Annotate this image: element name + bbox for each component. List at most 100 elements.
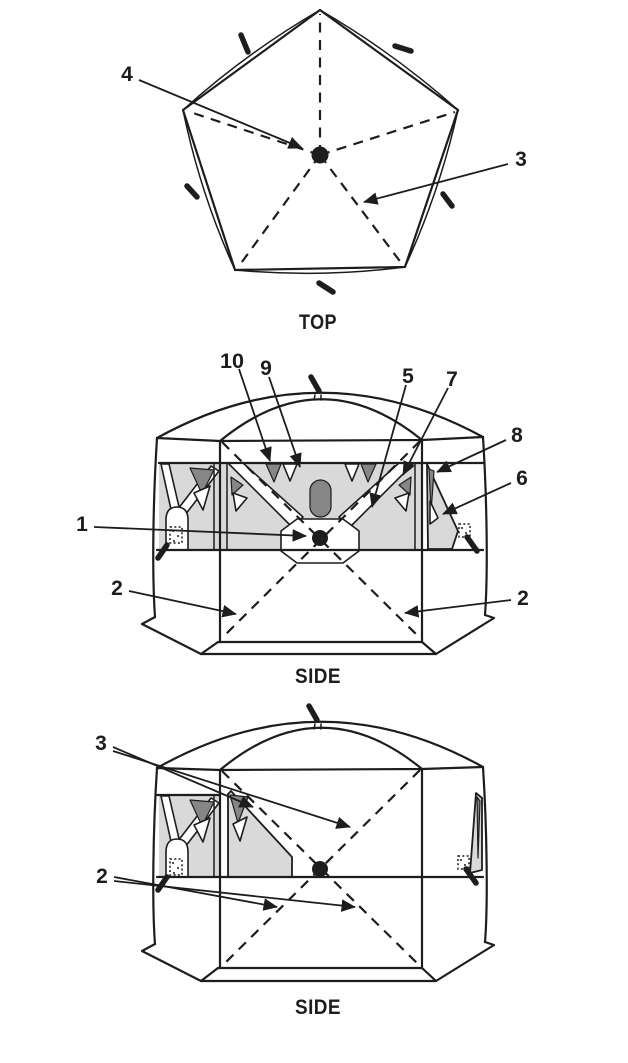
- wall-outer-edge: [152, 436, 159, 619]
- bag-dot: [461, 527, 463, 529]
- callout-4-label: 4: [121, 63, 133, 86]
- callout-2-leader: [404, 599, 512, 618]
- roof-seam-dashed: [238, 154, 321, 267]
- clip-triangle: [230, 476, 244, 496]
- skirt-fold: [420, 640, 438, 656]
- callout-7-label: 7: [446, 368, 458, 391]
- callout-3-label: 3: [515, 148, 527, 171]
- view-caption-top: TOP: [299, 311, 337, 334]
- fold-line-dashed: [221, 769, 421, 967]
- hub-dot: [312, 861, 328, 877]
- clip-triangle: [189, 799, 215, 827]
- fold-line-dashed: [221, 770, 421, 967]
- bag-dot: [460, 859, 462, 861]
- callout-10-label: 10: [220, 350, 244, 373]
- callout-5-label: 5: [402, 365, 414, 388]
- hub-dot: [311, 146, 329, 164]
- roof-seam-dashed: [186, 109, 321, 157]
- window-clip-triangle: [476, 796, 481, 859]
- callout-2-label: 2: [111, 577, 123, 600]
- wall-outer-edge: [481, 765, 488, 944]
- stake-bag: [169, 526, 183, 544]
- wall-outer-edge: [481, 435, 488, 617]
- callout-2-label: 2: [517, 587, 529, 610]
- mesh-pocket-triangle: [232, 816, 248, 842]
- bag-dot: [177, 535, 179, 537]
- apex-tie-mark: [306, 703, 320, 723]
- callout-2-leader: [128, 590, 237, 618]
- canopy-edge-bow: [182, 109, 236, 271]
- canopy-outline: [181, 8, 460, 272]
- canopy-edge-bow: [404, 109, 459, 268]
- tie-mark: [184, 183, 200, 200]
- callout-5-leader: [369, 384, 407, 508]
- eave-line: [155, 435, 485, 443]
- side-view-setup: 10 9 5 7 8 6 1 2 2 SIDE: [76, 350, 529, 688]
- view-caption-side2: SIDE: [295, 996, 341, 1019]
- callout-3-leader: [112, 746, 254, 808]
- canopy-edge-bow: [319, 9, 459, 111]
- apex-tie-mark: [308, 374, 322, 394]
- clip-triangle: [189, 467, 215, 495]
- ground-skirt: [140, 940, 496, 983]
- stake-mark: [155, 874, 170, 893]
- callout-9-leader: [268, 376, 302, 468]
- stake-bag: [169, 858, 183, 876]
- mesh-pocket-triangle: [193, 817, 211, 843]
- canopy-edge-bow: [182, 9, 321, 111]
- mesh-pocket-triangle: [394, 492, 410, 512]
- dome-front-arc: [218, 726, 424, 772]
- wall-outer-edge: [152, 766, 159, 946]
- callout-10-leader: [238, 368, 272, 462]
- callout-2-leader: [113, 880, 356, 912]
- bag-dot: [464, 864, 466, 866]
- bag-dot: [173, 540, 175, 542]
- mesh-pocket-triangle: [232, 492, 248, 512]
- callout-1-leader: [93, 526, 307, 542]
- callout-3-leader: [363, 163, 509, 205]
- apex-tick: [313, 723, 316, 730]
- skirt-fold: [199, 640, 220, 656]
- callout-2-leader: [113, 876, 278, 911]
- canopy-edge-bow: [234, 266, 406, 275]
- clip-triangle: [398, 476, 412, 496]
- view-caption-side1: SIDE: [295, 665, 341, 688]
- mesh-pocket-triangle: [193, 485, 211, 511]
- stake-mark: [155, 542, 170, 561]
- callout-3-label: 3: [95, 732, 107, 755]
- window-clip-triangle: [428, 468, 435, 513]
- callout-1-label: 1: [76, 513, 88, 536]
- dome-outer-arc: [155, 720, 485, 770]
- bag-dot: [173, 872, 175, 874]
- tie-mark: [440, 191, 455, 209]
- stake-mark: [464, 534, 480, 554]
- eave-line: [155, 765, 485, 772]
- stake-bag: [457, 855, 470, 870]
- roof-seam-dashed: [319, 154, 403, 265]
- ground-skirt: [140, 613, 496, 656]
- skirt-fold: [420, 966, 438, 983]
- callout-3-leader: [112, 750, 351, 829]
- side-view-staked: 3 2 SIDE: [95, 703, 496, 1019]
- bag-dot: [172, 862, 174, 864]
- callout-6-leader: [442, 482, 512, 515]
- callout-6-label: 6: [516, 467, 528, 490]
- window-notch: [429, 500, 439, 525]
- tie-mark: [238, 32, 251, 55]
- top-view: 4 3 TOP: [121, 8, 527, 334]
- hub-dot: [312, 530, 328, 546]
- bag-dot: [465, 532, 467, 534]
- fold-line-dashed: [221, 440, 421, 639]
- apex-tick: [313, 394, 316, 401]
- bag-dot: [177, 867, 179, 869]
- callout-4-leader: [138, 79, 303, 149]
- roof-seam-dashed: [319, 110, 456, 157]
- stake-bag: [458, 523, 471, 538]
- callout-8-leader: [436, 439, 507, 473]
- tie-mark: [316, 280, 336, 295]
- skirt-fold: [199, 966, 220, 983]
- tie-mark: [392, 43, 414, 54]
- callout-9-label: 9: [260, 357, 272, 380]
